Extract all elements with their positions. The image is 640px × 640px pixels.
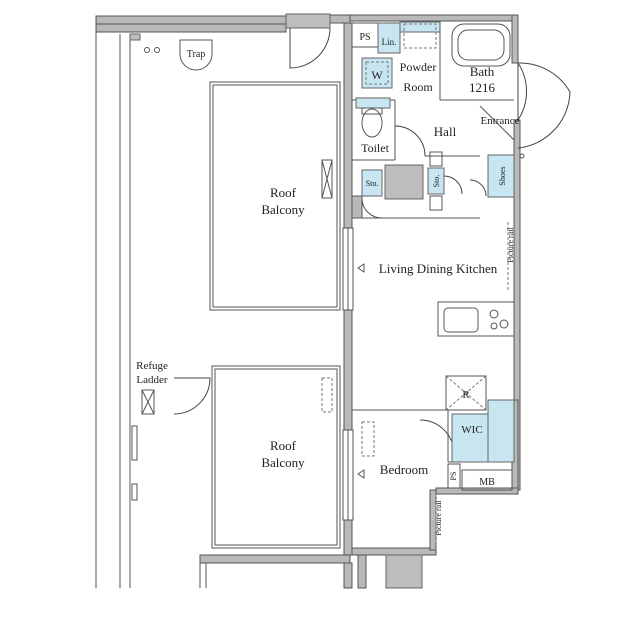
ps-top: PS	[351, 22, 379, 48]
hall: Hall	[425, 124, 480, 157]
shoes-label: Shoes	[498, 166, 507, 185]
wic-label: WIC	[461, 424, 482, 436]
refuge-ladder: Refuge Ladder	[131, 360, 211, 501]
roof-balcony-label-line1: Roof	[270, 185, 297, 200]
storage-left: Sto.	[361, 164, 424, 219]
ldk-label: Living Dining Kitchen	[379, 261, 498, 276]
trap-label: Trap	[187, 49, 206, 60]
storage-label: Sto.	[432, 175, 441, 188]
roof-balcony-label-line1: Roof	[270, 438, 297, 453]
powder-room-label-line1: Powder	[400, 60, 437, 74]
entrance-label: Entrance	[480, 115, 519, 127]
refuge-ladder-label-line1: Refuge	[136, 360, 168, 372]
powder-room: Powder Room	[399, 21, 441, 100]
bedroom: Bedroom WIC PS MB Picture rail	[357, 399, 515, 545]
washer-label: W	[371, 68, 383, 82]
living-dining-kitchen: Living Dining Kitchen Picture rail R	[357, 222, 515, 411]
trap: Trap	[144, 39, 213, 71]
mb-label: MB	[479, 477, 495, 488]
picture-rail-label: Picture rail	[506, 227, 515, 263]
roof-balcony-upper: Roof Balcony	[209, 81, 341, 311]
refuge-ladder-label-line2: Ladder	[136, 374, 167, 386]
toilet-label: Toilet	[361, 141, 389, 155]
balcony-door	[285, 13, 331, 69]
refrigerator-label: R	[462, 389, 470, 401]
storage-right: Sto.	[427, 151, 487, 211]
bath-label-line1: Bath	[470, 64, 495, 79]
bathroom: Bath 1216	[440, 23, 514, 101]
bedroom-label: Bedroom	[380, 462, 428, 477]
washer-space: W	[361, 57, 393, 89]
hall-label: Hall	[434, 124, 457, 139]
roof-balcony-lower: Roof Balcony	[211, 365, 341, 549]
storage-label: Sto.	[366, 179, 379, 188]
toilet: Toilet	[355, 97, 426, 157]
entrance: Entrance Shoes	[479, 62, 571, 198]
roof-balcony-label-line2: Balcony	[261, 202, 305, 217]
ps-label: PS	[449, 472, 458, 481]
powder-room-label-line2: Room	[403, 80, 433, 94]
ps-label: PS	[359, 32, 370, 43]
linen-label: Lin.	[382, 37, 397, 47]
balcony-outer-frame	[95, 15, 367, 589]
roof-balcony-label-line2: Balcony	[261, 455, 305, 470]
bath-label-line2: 1216	[469, 80, 496, 95]
linen-closet: Lin.	[377, 22, 401, 54]
picture-rail-label: Picture rail	[434, 500, 443, 536]
